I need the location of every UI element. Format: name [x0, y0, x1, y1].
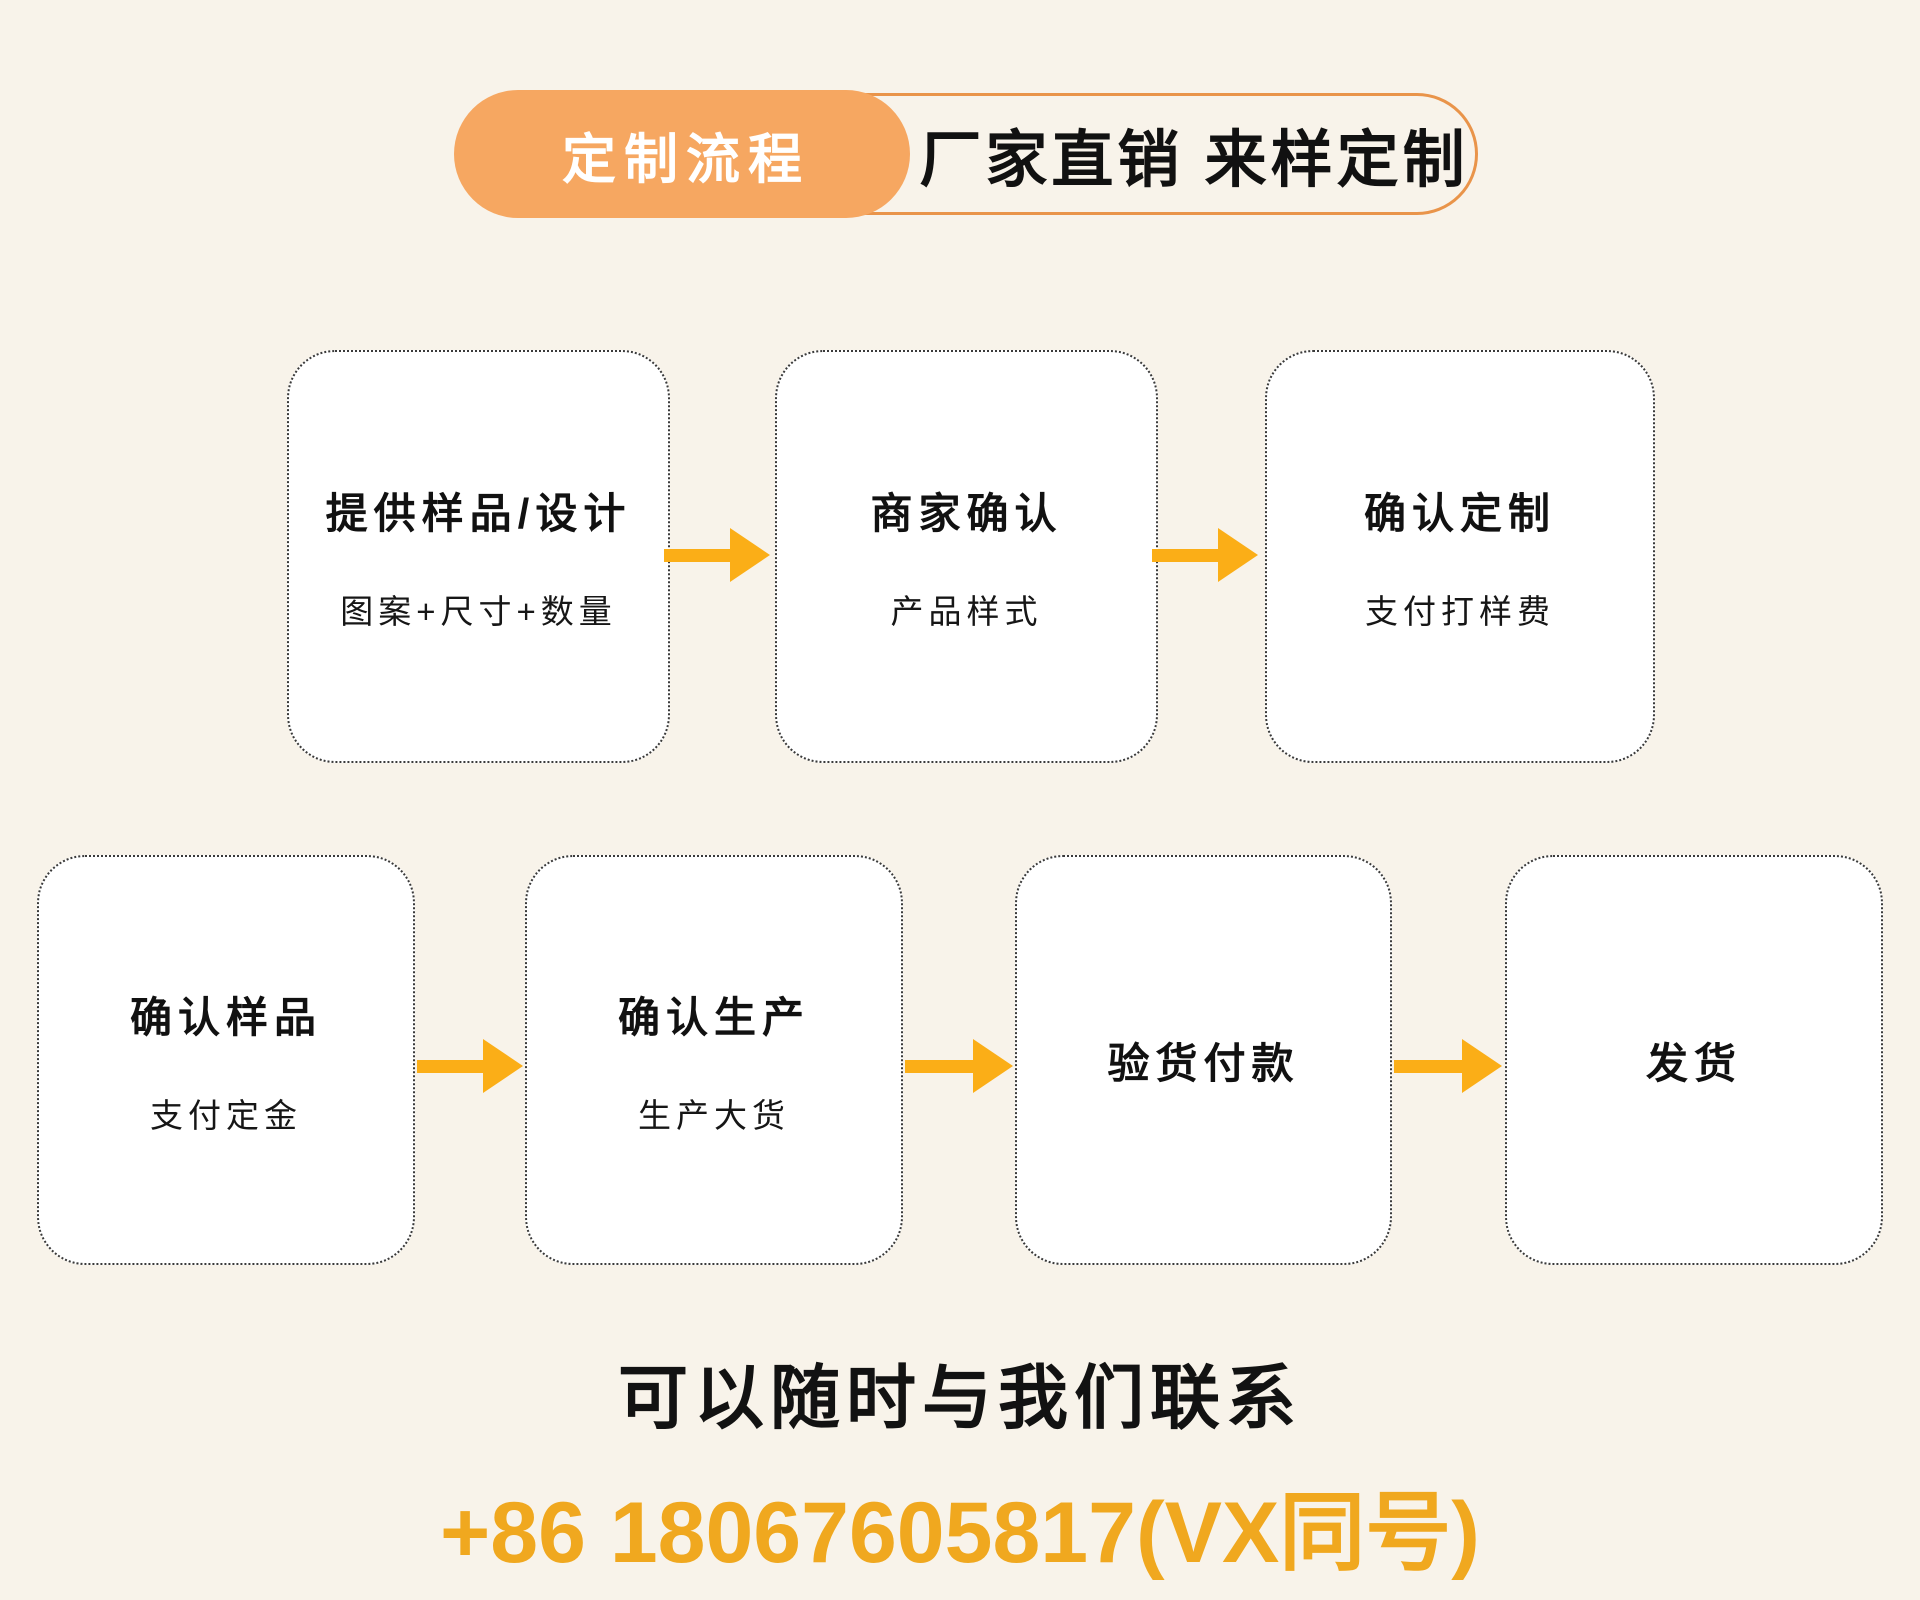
arrow-shaft — [1394, 1059, 1462, 1073]
contact-phone-number: +86 18067605817(VX同号) — [440, 1485, 1480, 1581]
step-subtitle: 支付定金 — [150, 1096, 302, 1134]
step-title: 提供样品/设计 — [325, 490, 632, 537]
flow-arrow-icon — [417, 1039, 523, 1093]
flow-step-provide-sample-design: 提供样品/设计 图案+尺寸+数量 — [287, 350, 670, 763]
step-subtitle: 图案+尺寸+数量 — [340, 593, 617, 630]
flow-arrow-icon — [1152, 528, 1258, 582]
step-title: 确认生产 — [617, 993, 810, 1041]
arrow-shaft — [417, 1059, 483, 1073]
header-right-label: 厂家直销 来样定制 — [919, 126, 1469, 195]
flow-step-confirm-customization: 确认定制 支付打样费 — [1265, 350, 1655, 763]
arrow-head — [1218, 528, 1258, 582]
arrow-shaft — [664, 548, 730, 562]
flow-arrow-icon — [1394, 1039, 1502, 1093]
header-left-label: 定制流程 — [562, 129, 810, 190]
step-title: 确认定制 — [1363, 490, 1556, 537]
step-title: 确认样品 — [129, 993, 322, 1041]
arrow-head — [730, 528, 770, 582]
flow-step-confirm-sample: 确认样品 支付定金 — [37, 855, 415, 1265]
step-subtitle: 生产大货 — [638, 1096, 790, 1134]
arrow-head — [1462, 1039, 1502, 1093]
step-title: 验货付款 — [1107, 1039, 1300, 1087]
flow-arrow-icon — [664, 528, 770, 582]
header-pill-orange: 定制流程 — [454, 90, 910, 218]
flow-step-confirm-production: 确认生产 生产大货 — [525, 855, 903, 1265]
step-title: 发货 — [1645, 1039, 1742, 1087]
arrow-shaft — [1152, 548, 1218, 562]
arrow-head — [483, 1039, 523, 1093]
arrow-head — [973, 1039, 1013, 1093]
flow-step-inspect-and-pay: 验货付款 — [1015, 855, 1392, 1265]
flow-step-merchant-confirm: 商家确认 产品样式 — [775, 350, 1158, 763]
step-subtitle: 产品样式 — [890, 593, 1043, 630]
flow-arrow-icon — [905, 1039, 1013, 1093]
step-title: 商家确认 — [870, 490, 1063, 537]
contact-message: 可以随时与我们联系 — [618, 1359, 1302, 1437]
arrow-shaft — [905, 1059, 973, 1073]
step-subtitle: 支付打样费 — [1365, 593, 1555, 630]
flow-step-ship: 发货 — [1505, 855, 1883, 1265]
